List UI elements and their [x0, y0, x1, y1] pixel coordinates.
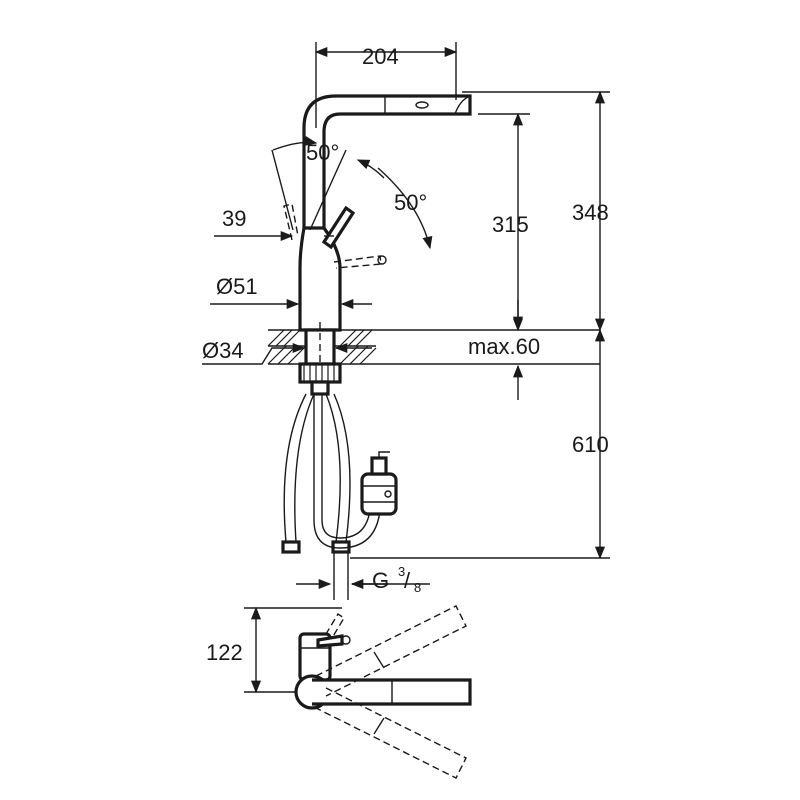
spout	[302, 94, 472, 228]
label-hole-diameter: Ø34	[202, 338, 244, 363]
label-spout-height: 315	[492, 212, 529, 237]
lever-handle	[321, 205, 356, 250]
dimension-labels: 204 348 315 50° 50° 39 Ø51 Ø34 max.60 61…	[202, 44, 609, 665]
label-total-height: 348	[572, 200, 609, 225]
label-spray-width: 39	[222, 206, 246, 231]
label-thread: G	[372, 568, 389, 593]
lever-angle-marks	[271, 135, 433, 250]
label-thread-slash: /	[404, 568, 411, 593]
mounting-assembly	[281, 362, 398, 554]
plan-view	[244, 605, 472, 779]
spray-button	[415, 101, 429, 109]
label-thread-numerator: 3	[398, 564, 405, 579]
thread-callout	[296, 552, 430, 600]
spout-plan	[312, 678, 472, 706]
label-reach: 204	[362, 44, 399, 69]
label-plan-clearance: 122	[206, 640, 243, 665]
flexible-hose-right	[325, 393, 351, 543]
label-body-diameter: Ø51	[216, 274, 258, 299]
label-lever-angle-right: 50°	[394, 190, 427, 215]
label-lever-angle-left: 50°	[306, 140, 339, 165]
dimension-lines	[202, 42, 610, 560]
flexible-hose-left	[283, 393, 315, 543]
label-hose-length: 610	[572, 432, 609, 457]
pullout-hose	[313, 394, 381, 549]
label-max-deck: max.60	[468, 334, 540, 359]
label-thread-denominator: 8	[414, 580, 421, 595]
faucet-elevation	[283, 94, 472, 332]
